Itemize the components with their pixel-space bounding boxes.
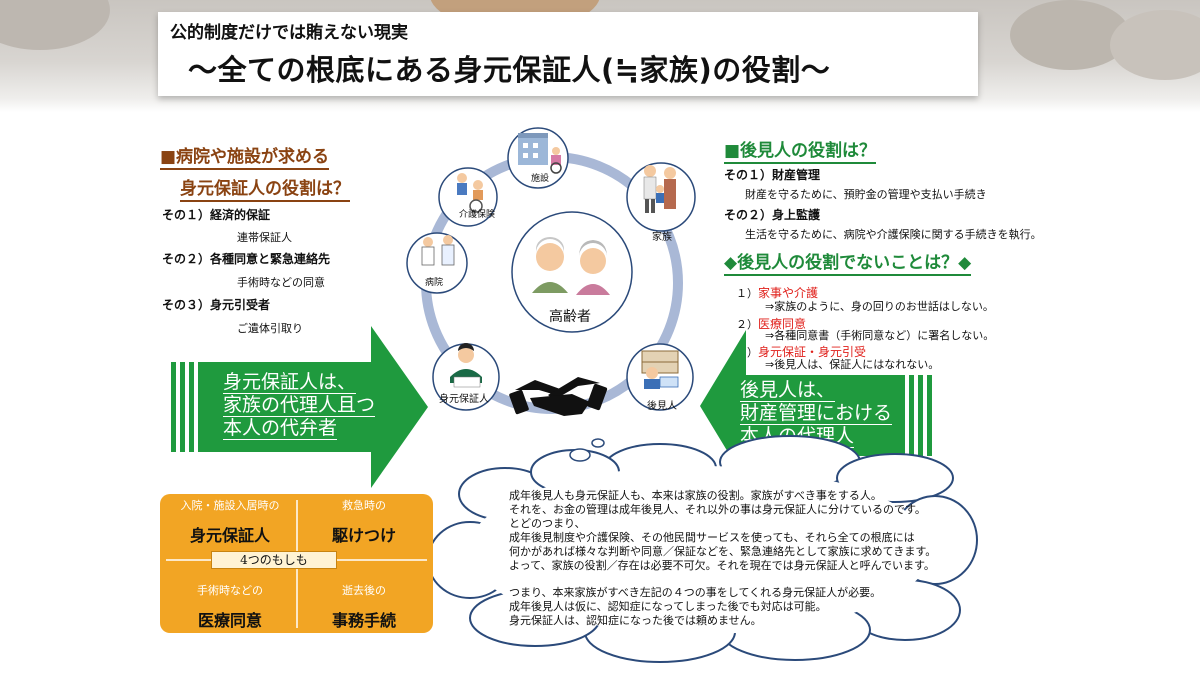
elderly-label: 高齢者 (549, 309, 591, 325)
not-item-3-detail: ⇒後見人は、保証人にはなれない。 (765, 358, 940, 371)
doctor-icon (423, 237, 433, 247)
facility-label: 施設 (531, 174, 550, 184)
relationship-diagram (406, 127, 696, 416)
not-item-1-num: １） (736, 287, 758, 300)
background-shape (0, 0, 110, 50)
background-shape (1010, 0, 1130, 70)
family-icon (644, 165, 656, 177)
background-shape (1110, 10, 1200, 80)
right-item-2-title: その２）身上監護 (724, 208, 821, 222)
cloud-line-1: 成年後見人も身元保証人も、本来は家族の役割。家族がすべき事をする人。 (509, 489, 882, 502)
cloud-line-5: 何かがあれば様々な判断や同意／保証などを、緊急連絡先として家族に求めてきます。 (509, 545, 937, 558)
left-heading-line2: 身元保証人の役割は？ (180, 174, 350, 202)
left-arrow-line1: 身元保証人は、 (223, 371, 357, 394)
guarantor-label: 身元保証人 (439, 394, 489, 405)
four-cases-center-label: 4つのもしも (211, 551, 337, 569)
facility-node (507, 127, 569, 189)
left-arrow-line3: 本人の代弁者 (223, 417, 338, 440)
left-item-1-title: その１）経済的保証 (162, 208, 271, 222)
not-item-1: １）家事や介護 (736, 282, 818, 301)
family-label: 家族 (652, 232, 672, 243)
cloud-line-8: 成年後見人は仮に、認知症になってしまった後でも対応は可能。 (509, 600, 827, 613)
elderly-woman-icon (580, 248, 606, 274)
right-item-1-detail: 財産を守るために、預貯金の管理や支払い手続き (745, 188, 987, 201)
right-not-heading: ◆後見人の役割でないことは？◆ (724, 248, 972, 276)
right-item-1-title: その１）財産管理 (724, 168, 821, 182)
hospital-node (406, 232, 468, 294)
elderly-center-node (511, 211, 633, 333)
left-item-3-title: その３）身元引受者 (162, 298, 271, 312)
building-icon (518, 137, 548, 165)
left-arrow-line2: 家族の代理人且つ (223, 394, 376, 417)
title-panel (158, 12, 978, 96)
not-item-2: ２）医療同意 (736, 313, 806, 332)
cloud-line-9: 身元保証人は、認知症になった後では頼めません。 (509, 614, 762, 627)
elderly-man-icon (536, 243, 564, 271)
guarantor-icon (458, 347, 474, 363)
right-arrow-line2: 財産管理における (740, 402, 893, 425)
cloud-line-4: 成年後見制度や介護保険、その他民間サービスを使っても、それら全ての根底には (509, 531, 915, 544)
case-2-label: 救急時の (342, 499, 386, 512)
guardian-node (626, 343, 694, 411)
not-item-3-num: ３） (736, 346, 758, 359)
cloud-line-7: つまり、本来家族がすべき左記の４つの事をしてくれる身元保証人が必要。 (509, 586, 882, 599)
guardian-icon (646, 367, 658, 379)
case-1-value: 身元保証人 (189, 526, 270, 545)
case-3-value: 医療同意 (197, 611, 262, 630)
handshake-icon (509, 377, 608, 416)
not-item-1-detail: ⇒家族のように、身の回りのお世話はしない。 (765, 300, 994, 313)
page-subtitle: 公的制度だけでは賄えない現実 (170, 23, 408, 43)
case-4-label: 逝去後の (342, 584, 386, 597)
left-heading-line1: ■病院や施設が求める (160, 142, 330, 170)
page-title: 〜全ての根底にある身元保証人(≒家族)の役割〜 (188, 53, 831, 87)
right-arrow-line1: 後見人は、 (740, 379, 836, 402)
care-insurance-label: 介護保険 (459, 210, 496, 220)
not-item-2-title: 医療同意 (758, 317, 807, 331)
right-arrow-text: 後見人は、 財産管理における 本人の代理人 (740, 379, 893, 448)
hospital-label: 病院 (425, 278, 444, 288)
right-arrow-line3: 本人の代理人 (740, 425, 855, 448)
guardian-label: 後見人 (647, 401, 677, 412)
care-insurance-node (438, 167, 498, 227)
left-item-2-detail: 手術時などの同意 (237, 276, 325, 289)
wheelchair-icon (469, 199, 483, 213)
case-4-value: 事務手続 (331, 611, 396, 630)
not-item-2-num: ２） (736, 318, 758, 331)
guarantor-node (432, 343, 500, 411)
case-1-label: 入院・施設入居時の (180, 499, 280, 512)
left-item-2-title: その２）各種同意と緊急連絡先 (162, 252, 331, 266)
right-heading: ■後見人の役割は？ (724, 136, 877, 164)
cloud-line-2: それを、お金の管理は成年後見人、それ以外の事は身元保証人に分けているのです。 (509, 503, 926, 516)
not-item-1-title: 家事や介護 (758, 286, 819, 300)
case-2-value: 駆けつけ (331, 526, 396, 545)
left-item-1-detail: 連帯保証人 (237, 231, 292, 244)
cloud-line-6: よって、家族の役割／存在は必要不可欠。それを現在では身元保証人と呼んでいます。 (509, 559, 935, 572)
right-item-2-detail: 生活を守るために、病院や介護保険に関する手続きを執行。 (745, 228, 1042, 241)
left-item-3-detail: ご遺体引取り (237, 322, 303, 335)
left-arrow-text: 身元保証人は、 家族の代理人且つ 本人の代弁者 (223, 371, 376, 440)
cloud-line-3: とどのつまり、 (509, 517, 586, 530)
family-node (626, 162, 696, 232)
case-3-label: 手術時などの (197, 584, 263, 597)
